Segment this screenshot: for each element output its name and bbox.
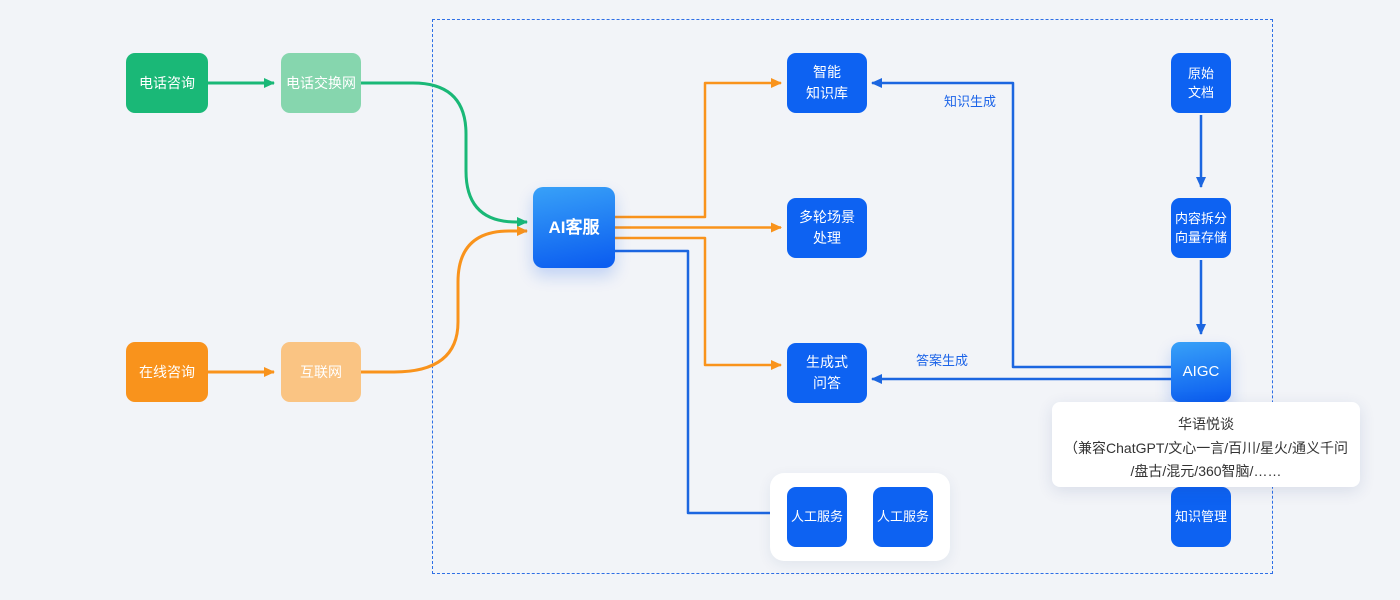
tooltip-title: 华语悦谈 (1178, 416, 1234, 432)
edge-aigc-to-knowledge-base (871, 78, 1171, 369)
edge-ai-to-generative-qa (615, 236, 782, 370)
node-human-service-1: 人工服务 (787, 487, 847, 547)
edge-label-knowledge-generation: 知识生成 (944, 94, 997, 109)
node-generative-qa: 生成式 问答 (787, 343, 867, 403)
node-knowledge-management: 知识管理 (1171, 487, 1231, 547)
node-smart-knowledge-base: 智能 知识库 (787, 53, 867, 113)
node-content-split-vector-store: 内容拆分 向量存储 (1171, 198, 1231, 258)
node-online-consult: 在线咨询 (126, 342, 208, 402)
edge-switch-to-ai (361, 81, 528, 227)
node-aigc: AIGC (1171, 342, 1231, 402)
human-service-group: 人工服务 人工服务 (770, 473, 950, 561)
dashed-boundary (432, 19, 1273, 574)
edge-ai-to-knowledge-base (615, 78, 782, 219)
node-phone-consult: 电话咨询 (126, 53, 208, 113)
edge-internet-to-ai (361, 226, 528, 374)
edge-ai-to-human-service (615, 249, 782, 518)
tooltip-line-1: （兼容ChatGPT/文心一言/百川/星火/通义千问 (1064, 440, 1348, 456)
node-phone-switch-network: 电话交换网 (281, 53, 361, 113)
edge-label-answer-generation: 答案生成 (916, 353, 969, 368)
node-internet: 互联网 (281, 342, 361, 402)
node-ai-customer-service: AI客服 (533, 187, 615, 268)
tooltip-line-2: /盘古/混元/360智脑/…… (1130, 463, 1282, 479)
node-raw-documents: 原始 文档 (1171, 53, 1231, 113)
aigc-model-tooltip: 华语悦谈 （兼容ChatGPT/文心一言/百川/星火/通义千问 /盘古/混元/3… (1052, 402, 1360, 487)
node-human-service-2: 人工服务 (873, 487, 933, 547)
node-multi-turn-processing: 多轮场景 处理 (787, 198, 867, 258)
